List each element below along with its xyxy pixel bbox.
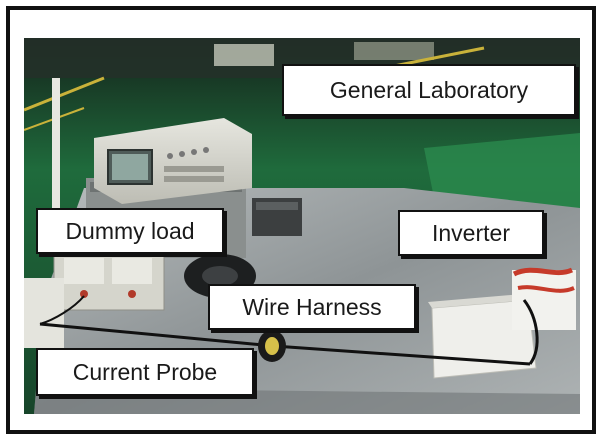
label-dummy-load: Dummy load	[36, 208, 224, 254]
instrument-knobs	[164, 147, 224, 182]
background-window	[214, 44, 274, 66]
label-inverter: Inverter	[398, 210, 544, 256]
dummy-load-terminal	[128, 290, 136, 298]
yellow-railing	[24, 76, 105, 112]
white-cabinet	[24, 278, 64, 348]
wire-harness-cable	[522, 299, 539, 365]
dummy-load-panel	[112, 258, 152, 284]
background-window	[354, 42, 434, 60]
label-wire-harness: Wire Harness	[208, 284, 416, 330]
red-wire	[512, 267, 574, 277]
white-pole	[52, 78, 60, 208]
equipment-box-top	[256, 202, 298, 210]
dummy-load-panel	[64, 258, 104, 284]
inverter-connector-block	[512, 270, 576, 330]
dummy-load-wire	[39, 295, 85, 325]
inverter-box-top	[428, 294, 528, 308]
instrument-display	[112, 154, 148, 180]
label-general-laboratory: General Laboratory	[282, 64, 576, 116]
wheel-hub	[202, 266, 238, 286]
red-wire	[517, 285, 575, 293]
dummy-load-terminal	[80, 290, 88, 298]
current-probe-label	[265, 337, 279, 355]
label-current-probe: Current Probe	[36, 348, 254, 396]
figure-frame: General Laboratory Dummy load Inverter W…	[6, 6, 596, 434]
